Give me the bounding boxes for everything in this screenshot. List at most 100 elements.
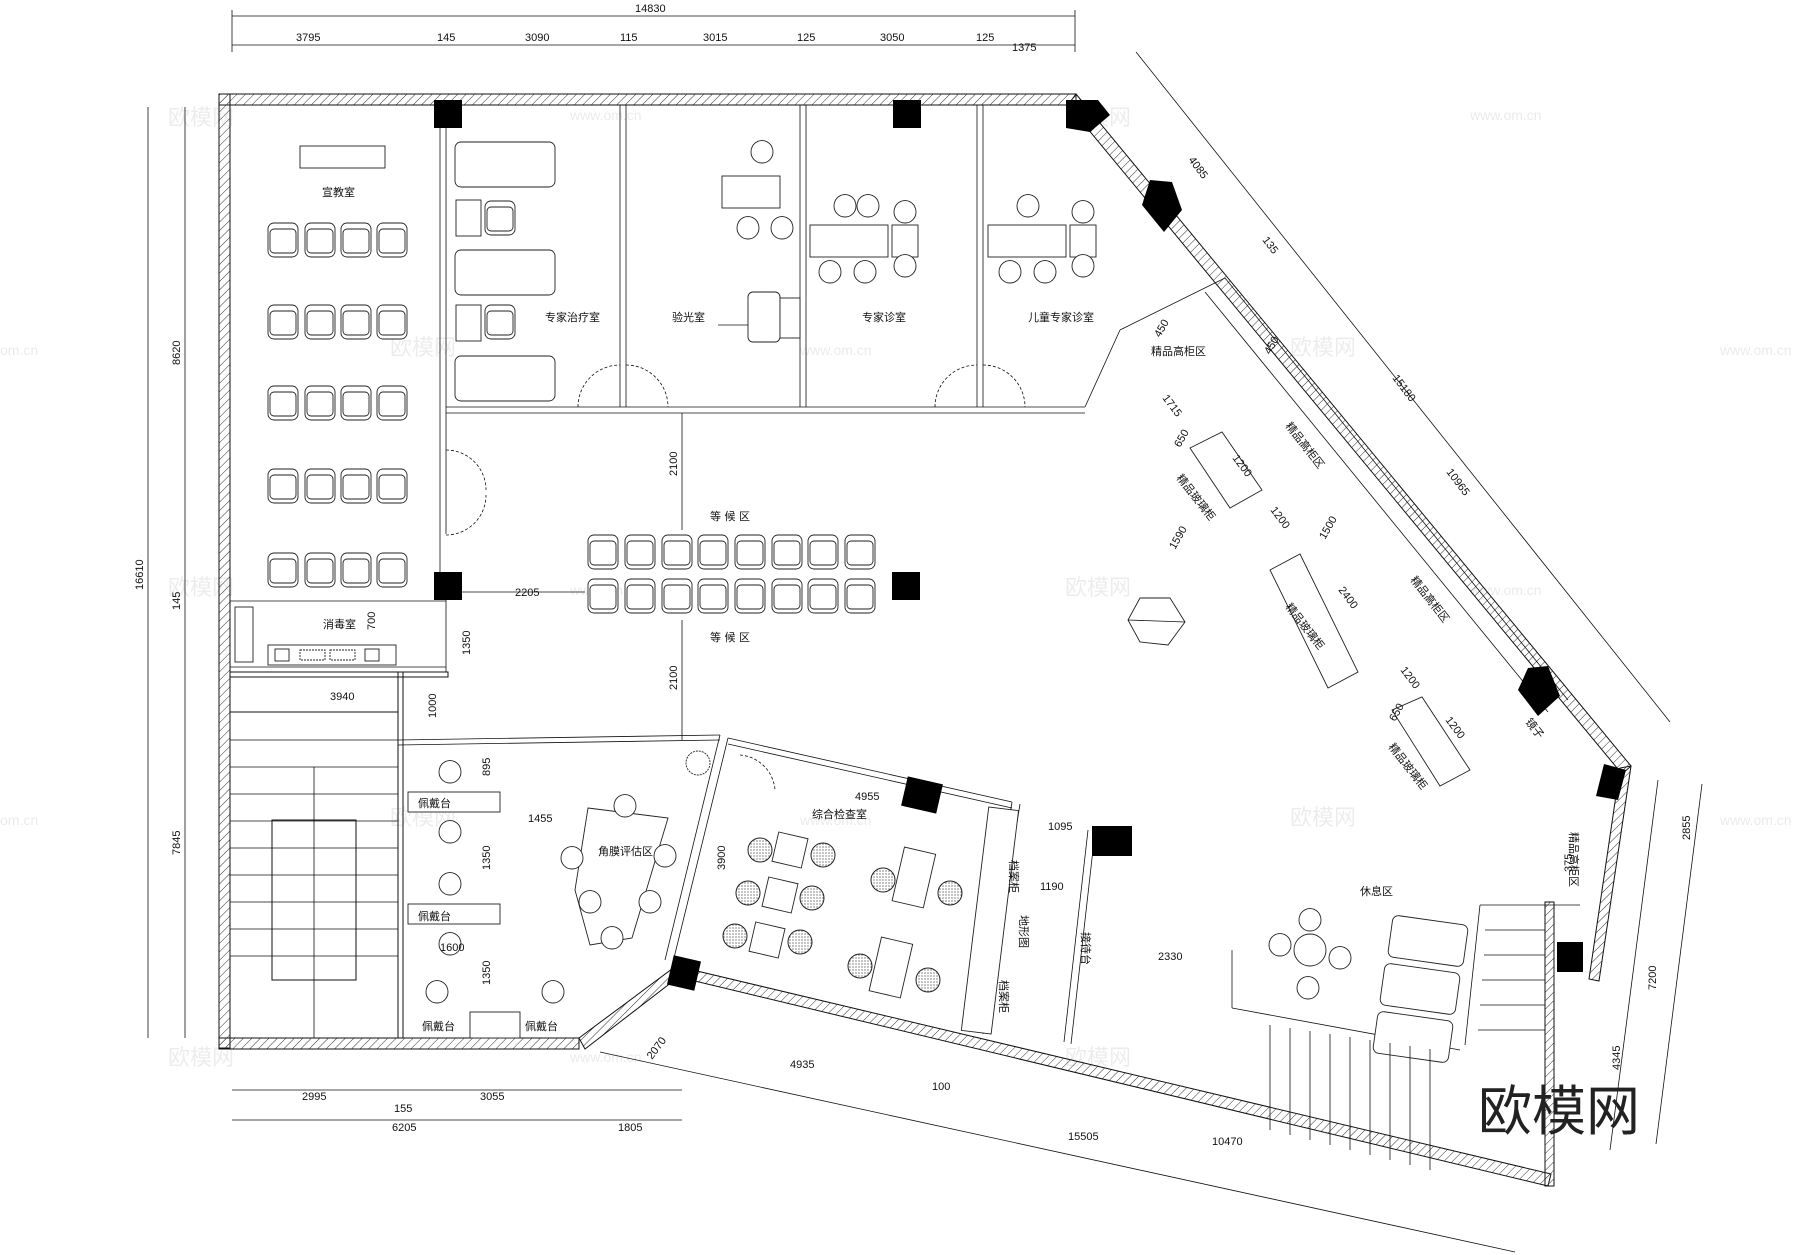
brand-logo: 欧模网 xyxy=(1478,1080,1640,1143)
dim-top-segment: 3090 xyxy=(525,32,549,44)
fitting-table-2: 佩戴台 xyxy=(418,909,451,923)
watermark-url: www.om.cn xyxy=(799,812,872,828)
reception-area: 档案柜 档案柜 地形图 接待台 xyxy=(960,806,1093,1035)
expert-treatment-room: 专家治疗室 xyxy=(454,141,600,402)
dim-top-total: 14830 xyxy=(635,3,666,15)
dim-top-segment: 125 xyxy=(976,32,994,44)
dim-left-upper: 8620 xyxy=(171,341,183,365)
child-expert-clinic-room: 儿童专家诊室 xyxy=(987,194,1097,324)
dim-top-segment: 3015 xyxy=(703,32,727,44)
dim-right: 7200 xyxy=(1647,966,1659,990)
dim-left-lower: 7845 xyxy=(171,831,183,855)
room-label-waiting-bottom: 等 候 区 xyxy=(710,630,750,644)
watermark-brand: 欧模网 xyxy=(390,336,456,361)
dim-right: 375 xyxy=(1563,854,1575,872)
dim-top-segment: 145 xyxy=(437,32,455,44)
dim-top-segment: 3795 xyxy=(296,32,320,44)
room-label-child-expert-clinic: 儿童专家诊室 xyxy=(1028,310,1094,324)
interior-walls xyxy=(230,105,1580,1051)
room-label-disinfection: 消毒室 xyxy=(323,617,356,631)
topography-label: 地形图 xyxy=(1017,915,1030,948)
fitting-table-1: 佩戴台 xyxy=(418,796,451,810)
watermark-brand: 欧模网 xyxy=(1065,576,1131,601)
dim-corridor: 2100 xyxy=(668,452,680,476)
dim-fitting: 1350 xyxy=(481,961,493,985)
dim-diagonal: 135 xyxy=(1260,235,1281,257)
file-cabinet-1: 档案柜 xyxy=(1007,860,1021,893)
dim-disinfection: 3940 xyxy=(330,691,354,703)
dim-bottom-diag: 2070 xyxy=(645,1035,669,1062)
waiting-area: 等 候 区 等 候 区 xyxy=(462,413,876,740)
room-label-waiting-top: 等 候 区 xyxy=(710,509,750,523)
dim-bottom-diag: 10470 xyxy=(1212,1136,1243,1148)
dim-top-segment: 125 xyxy=(797,32,815,44)
watermark-url: www.om.cn xyxy=(799,342,872,358)
structural-columns xyxy=(434,100,1626,991)
dim-bottom-total: 1805 xyxy=(618,1122,642,1134)
watermark-brand: 欧模网 xyxy=(168,1046,234,1071)
dim-diagonal: 4085 xyxy=(1186,155,1210,182)
dim-diagonal: 15180 xyxy=(1390,373,1418,405)
dim-reception: 2330 xyxy=(1158,951,1182,963)
boutique-high-2: 精品高柜区 xyxy=(1283,419,1328,471)
watermark-url: www.om.cn xyxy=(569,1049,642,1065)
dim-cabinet: 1200 xyxy=(1268,505,1292,532)
dim-corridor: 2100 xyxy=(668,666,680,690)
dim-exam: 3900 xyxy=(716,846,728,870)
watermark-url: www.om.cn xyxy=(1719,342,1792,358)
reception-desk-label: 接待台 xyxy=(1079,932,1093,965)
dim-right: 4345 xyxy=(1611,1046,1623,1070)
dim-cabinet: 1200 xyxy=(1398,665,1422,692)
dim-bottom-segment: 155 xyxy=(394,1103,412,1115)
watermark-url: om.cn xyxy=(0,812,38,828)
dim-cabinet: 2400 xyxy=(1336,585,1360,612)
plant-icon xyxy=(685,750,711,776)
optometry-room: 验光室 xyxy=(672,140,801,343)
room-label-rest-area: 休息区 xyxy=(1360,884,1393,898)
boutique-high-3: 精品高柜区 xyxy=(1408,573,1453,625)
dim-fitting: 1455 xyxy=(528,813,552,825)
dim-cabinet: 650 xyxy=(1172,428,1192,450)
dim-bottom-total: 6205 xyxy=(392,1122,416,1134)
watermark-brand: 欧模网 xyxy=(1290,806,1356,831)
dim-cabinet: 1715 xyxy=(1160,393,1184,420)
dim-left-total: 16610 xyxy=(134,559,146,590)
dim-bottom-diag: 15505 xyxy=(1068,1131,1099,1143)
fitting-table-3: 佩戴台 xyxy=(422,1019,455,1033)
lectern xyxy=(299,145,386,169)
room-label-expert-clinic: 专家诊室 xyxy=(862,310,906,324)
doors xyxy=(445,364,1026,791)
boutique-high-4: 精品高柜区 xyxy=(1567,832,1581,887)
rest-area: 休息区 xyxy=(1268,884,1545,1170)
disinfection-room: 消毒室 xyxy=(234,606,397,666)
expert-clinic-room: 专家诊室 xyxy=(809,194,919,324)
dim-bottom-segment: 3055 xyxy=(480,1091,504,1103)
dim-bottom-diag: 100 xyxy=(932,1081,950,1093)
watermark-layer: 欧模网 欧模网 欧模网 欧模网 欧模网 欧模网 欧模网 欧模网 欧模网 欧模网 … xyxy=(0,106,1792,1071)
stairwell-right xyxy=(1269,929,1545,1170)
room-label-comprehensive-exam: 综合检查室 xyxy=(812,807,867,821)
dim-disinfection: 1350 xyxy=(461,631,473,655)
dim-cabinet: 450 xyxy=(1152,318,1172,340)
comprehensive-exam-room: 综合检查室 xyxy=(722,807,963,999)
watermark-brand: 欧模网 xyxy=(1290,336,1356,361)
dim-reception: 1095 xyxy=(1048,821,1072,833)
dim-fitting: 895 xyxy=(481,758,493,776)
mirror-label: 镜子 xyxy=(1523,715,1548,741)
dim-fitting: 1600 xyxy=(440,942,464,954)
dim-fitting: 1350 xyxy=(481,846,493,870)
dim-top-segment: 1375 xyxy=(1012,42,1036,54)
cornea-assessment-room: 佩戴台 佩戴台 佩戴台 佩戴台 角膜评估区 xyxy=(407,750,711,1039)
room-label-expert-treatment: 专家治疗室 xyxy=(545,310,600,324)
watermark-url: www.om.cn xyxy=(569,107,642,123)
dim-diagonal: 10965 xyxy=(1444,467,1472,499)
watermark-url: om.cn xyxy=(0,342,38,358)
dim-cabinet: 1590 xyxy=(1167,524,1190,551)
dim-corridor: 2205 xyxy=(515,587,539,599)
dim-top-segment: 3050 xyxy=(880,32,904,44)
dim-disinfection: 700 xyxy=(366,612,378,630)
file-cabinet-2: 档案柜 xyxy=(997,980,1011,1013)
dim-left-mid: 145 xyxy=(171,592,183,610)
education-room: 宣教室 xyxy=(267,145,408,588)
dim-exam: 4955 xyxy=(855,791,879,803)
